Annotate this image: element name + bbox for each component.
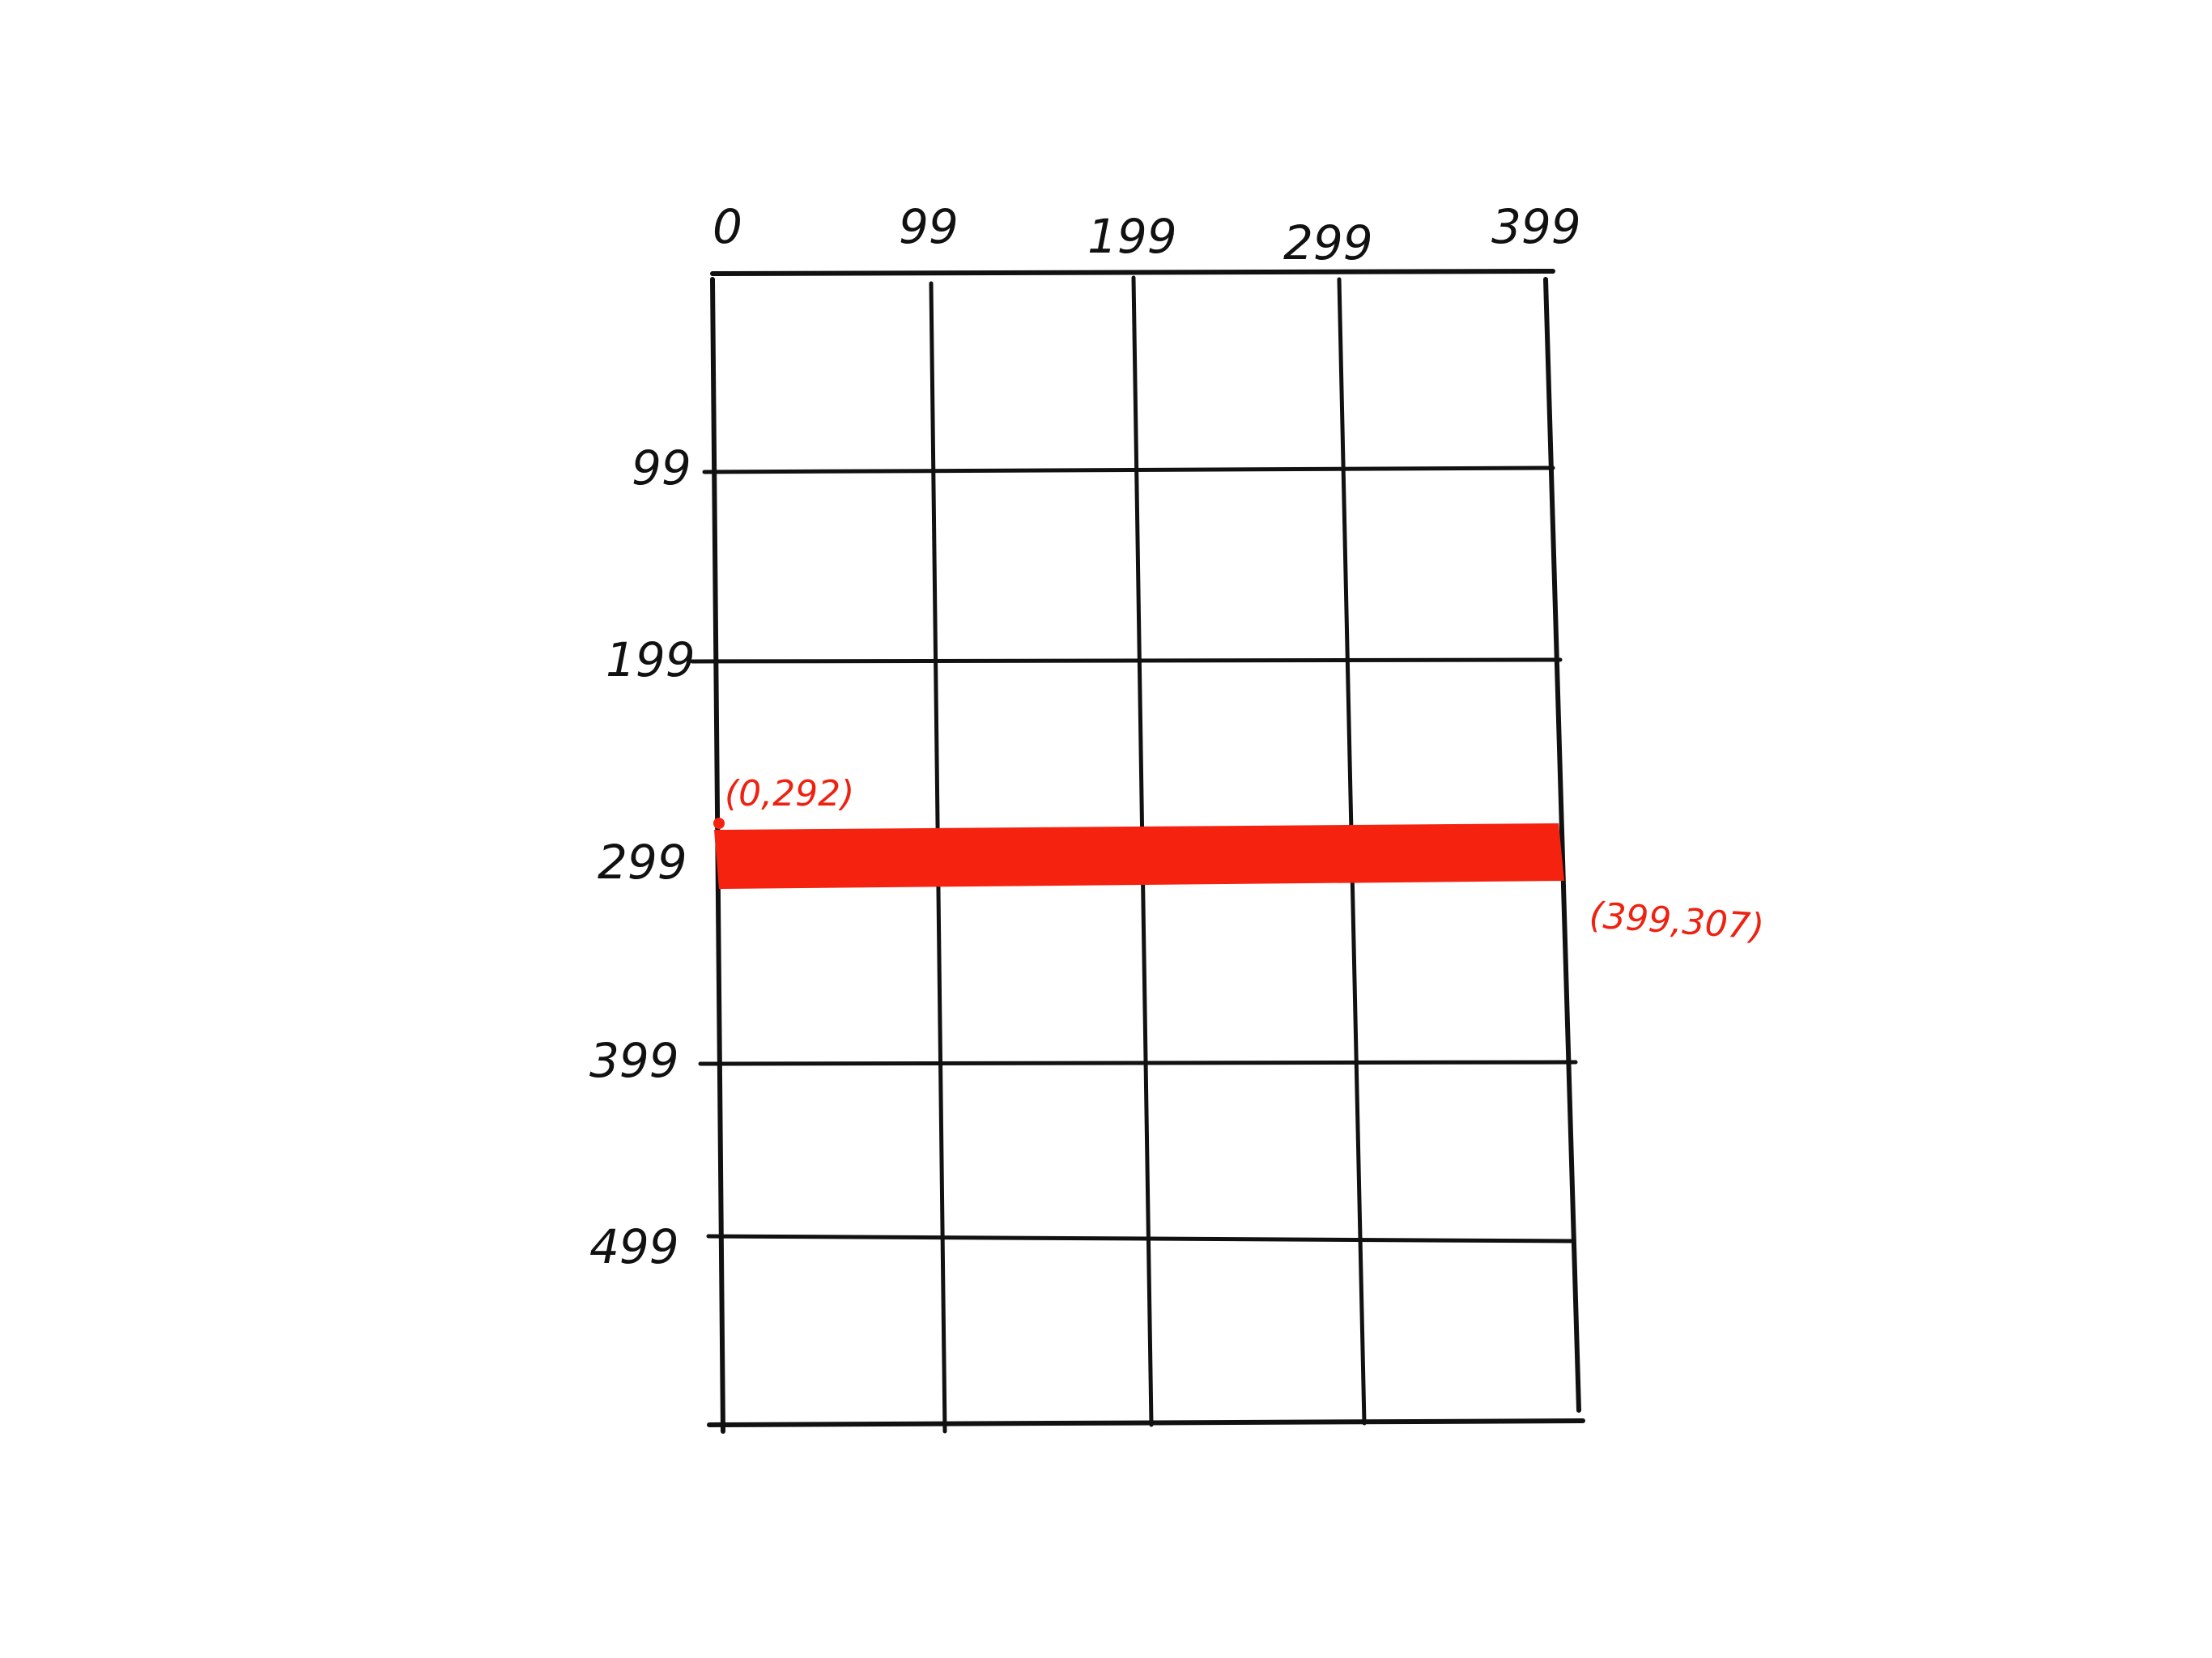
- x-tick-label: 0: [713, 199, 742, 254]
- highlight-band: [714, 823, 1564, 889]
- horizontal-grid-line: [690, 657, 1563, 664]
- highlight-start-marker: [713, 818, 725, 829]
- y-tick-label: 99: [632, 440, 691, 495]
- x-tick-label: 199: [1087, 209, 1177, 264]
- x-tick-label: 299: [1283, 215, 1373, 270]
- horizontal-grid-line: [706, 1234, 1576, 1244]
- y-tick-label: 199: [606, 632, 696, 687]
- highlight-start-label: (0,292): [725, 773, 854, 814]
- top-edge: [710, 269, 1555, 276]
- y-tick-label: 499: [589, 1219, 679, 1274]
- horizontal-grid-line: [698, 1060, 1578, 1066]
- bottom-edge: [707, 1418, 1585, 1427]
- x-tick-label: 99: [899, 199, 959, 254]
- x-tick-label: 399: [1491, 199, 1581, 254]
- highlight-end-label: (399,307): [1588, 895, 1765, 948]
- y-tick-label: 299: [598, 835, 687, 890]
- horizontal-grid-line: [702, 466, 1555, 474]
- y-tick-label: 399: [589, 1033, 679, 1088]
